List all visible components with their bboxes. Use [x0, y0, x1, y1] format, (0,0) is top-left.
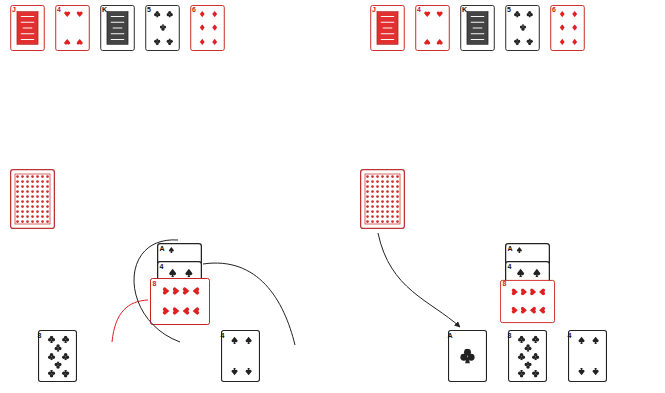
card-rank: 8: [153, 280, 157, 287]
card-rank: 4: [508, 263, 512, 270]
card-rank: 4: [160, 263, 164, 270]
card-rank: J: [372, 6, 376, 13]
card-rank: 6: [552, 6, 556, 13]
card-rank: 6: [192, 6, 196, 13]
card-rank: 8: [503, 280, 507, 287]
card-rank: 8: [38, 332, 42, 339]
card-rank: A: [448, 332, 453, 339]
card-rank: A: [160, 245, 165, 252]
card-rank: K: [462, 6, 467, 13]
card-rank: J: [12, 6, 16, 13]
card-rank: 4: [221, 332, 225, 339]
card-rank: 8: [508, 332, 512, 339]
card-rank: 5: [507, 6, 511, 13]
card-rank: 4: [417, 6, 421, 13]
card-rank: 4: [57, 6, 61, 13]
card-rank: K: [102, 6, 107, 13]
card-rank: 4: [568, 332, 572, 339]
card-rank: A: [508, 245, 513, 252]
card-rank: 5: [147, 6, 151, 13]
